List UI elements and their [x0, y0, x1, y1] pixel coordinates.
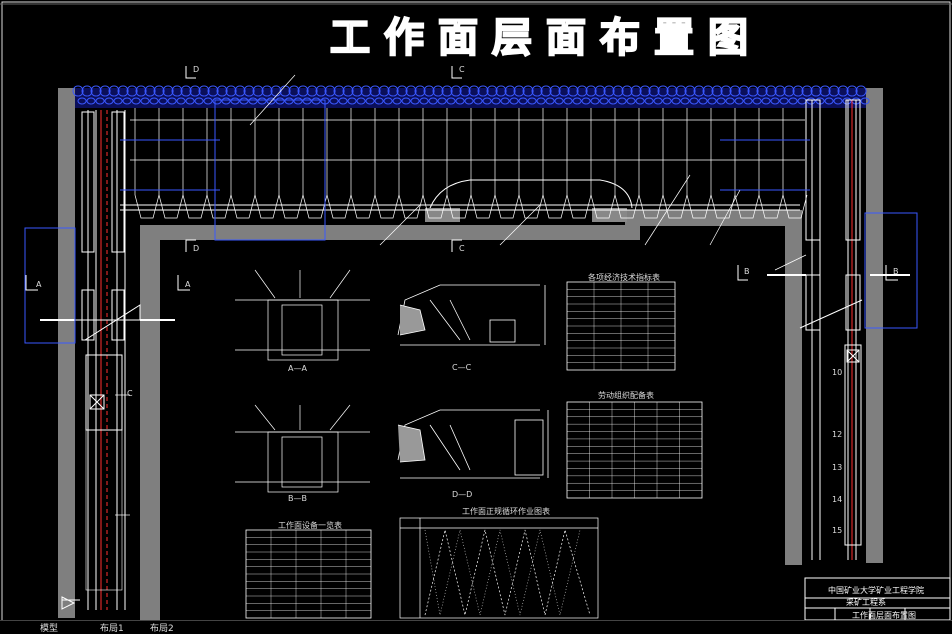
- caption-cc: C—C: [452, 363, 472, 372]
- section-label-a-left: A: [36, 280, 42, 289]
- section-label-c-low: C: [459, 244, 465, 253]
- right-roadway: [767, 99, 918, 560]
- cycle-chart: [399, 517, 599, 619]
- section-dd-drawing: [397, 409, 549, 479]
- data-tables: [245, 281, 703, 619]
- section-cc-drawing: [397, 284, 546, 346]
- title-block-drawing-name: 工作面层面布置图: [852, 611, 916, 620]
- callout-13: 13: [832, 463, 843, 472]
- section-label-d-low: D: [193, 244, 200, 253]
- left-roadway: [24, 110, 175, 610]
- caption-dd: D—D: [452, 490, 473, 499]
- title-block-dept: 采矿工程系: [846, 598, 886, 607]
- section-label-d-top: D: [193, 65, 200, 74]
- table-title-equipment: 工作面设备一览表: [278, 521, 342, 530]
- title-block-school: 中国矿业大学矿业工程学院: [828, 586, 924, 595]
- section-label-b-right: B: [893, 267, 899, 276]
- roadway-walls: [58, 88, 883, 620]
- face-conveyor: [120, 179, 800, 211]
- callout-12: 12: [832, 430, 843, 439]
- drawing-title: 工作面层面布置图: [329, 14, 762, 62]
- tab-model[interactable]: 模型: [40, 624, 59, 634]
- table-title-labor: 劳动组织配备表: [598, 391, 654, 400]
- hydraulic-supports: [130, 108, 808, 219]
- section-label-b-left: B: [744, 267, 750, 276]
- section-label-c-mid: C: [127, 389, 133, 398]
- callout-15: 15: [832, 526, 843, 535]
- callout-10: 10: [832, 368, 843, 377]
- caption-bb: B—B: [288, 494, 307, 503]
- section-label-c-top: C: [459, 65, 465, 74]
- section-bb-drawing: [235, 404, 370, 493]
- section-markers: [25, 66, 898, 291]
- callout-14: 14: [832, 495, 843, 504]
- section-label-a-right: A: [185, 280, 191, 289]
- table-title-tech: 各项经济技术指标表: [588, 273, 660, 282]
- layout-tab-bar: 模型 布局1 布局2: [0, 620, 952, 634]
- caption-aa: A—A: [288, 364, 307, 373]
- tab-layout2[interactable]: 布局2: [150, 624, 174, 634]
- leader-lines: [115, 74, 807, 516]
- caving-zone: [72, 85, 870, 108]
- blue-dimensions: [120, 99, 810, 241]
- section-aa-drawing: [235, 269, 370, 361]
- table-title-cycle: 工作面正规循环作业图表: [462, 507, 550, 516]
- tab-layout1[interactable]: 布局1: [100, 624, 124, 634]
